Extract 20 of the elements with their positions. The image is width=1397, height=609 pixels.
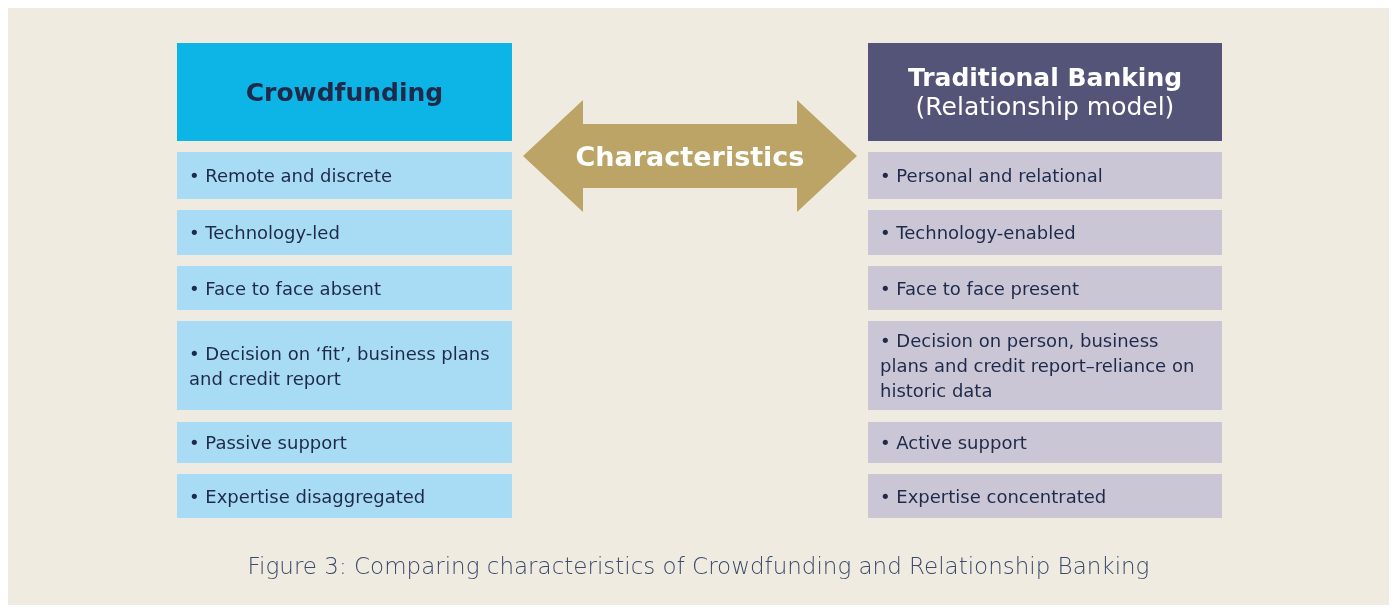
caption: Figure 3: Comparing characteristics of Crowdfunding and Relationship Banking xyxy=(246,553,1151,579)
arrow-label: Characteristics xyxy=(575,140,805,172)
list-item: • Expertise concentrated xyxy=(868,474,1222,518)
column-header xyxy=(868,43,1222,141)
header-title: Traditional Banking xyxy=(907,63,1183,92)
header-subtitle: (Relationship model) xyxy=(915,92,1175,121)
double-arrow xyxy=(523,100,857,212)
list-item: • Technology-enabled xyxy=(868,210,1222,255)
list-item: • Active support xyxy=(868,422,1222,463)
list-item: • Remote and discrete xyxy=(177,152,512,199)
list-item: • Expertise disaggregated xyxy=(177,474,512,518)
column-header xyxy=(177,43,512,141)
header-title: Crowdfunding xyxy=(245,77,444,107)
list-item: • Technology-led xyxy=(177,210,512,255)
list-item: • Passive support xyxy=(177,422,512,463)
list-item: • Personal and relational xyxy=(868,152,1222,199)
list-item: • Face to face present xyxy=(868,266,1222,310)
list-item: • Decision on ‘fit’, business plans and credit report xyxy=(177,321,512,410)
list-item: • Face to face absent xyxy=(177,266,512,310)
list-item: • Decision on person, business plans and credit report–reliance on historic data xyxy=(868,321,1222,410)
